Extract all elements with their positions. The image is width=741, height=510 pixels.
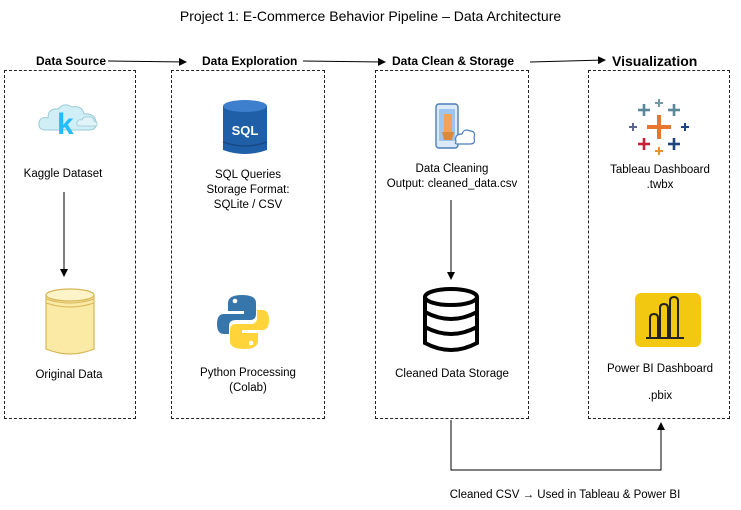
original-data-label: Original Data xyxy=(35,369,103,381)
tableau-dashboard-label: Tableau Dashboard xyxy=(610,164,710,176)
panel-visualization xyxy=(588,70,730,419)
bottom-flow-label: Cleaned CSV → Used in Tableau & Power BI xyxy=(449,489,681,501)
python-logo-icon xyxy=(217,295,269,349)
database-stack-icon xyxy=(423,287,479,352)
cleaned-storage-label: Cleaned Data Storage xyxy=(395,368,509,380)
tableau-extension-label: .twbx xyxy=(646,179,674,191)
header-data-clean-storage: Data Clean & Storage xyxy=(392,54,515,68)
panel-data-source xyxy=(4,70,136,419)
database-cylinder-icon xyxy=(45,288,95,355)
powerbi-extension-label: .pbix xyxy=(647,390,673,402)
python-colab-label: (Colab) xyxy=(229,382,267,394)
data-cleaning-label: Data Cleaning xyxy=(415,163,489,175)
power-bi-logo-icon xyxy=(635,293,701,347)
panel-data-clean-storage xyxy=(375,70,529,419)
sql-queries-label: SQL Queries xyxy=(214,169,282,181)
arrow-source-to-exploration xyxy=(107,57,187,66)
python-processing-label: Python Processing xyxy=(200,367,296,379)
kaggle-dataset-label: Kaggle Dataset xyxy=(23,168,103,180)
header-visualization: Visualization xyxy=(612,53,698,69)
kaggle-cloud-icon: k xyxy=(38,104,98,141)
diagram-title: Project 1: E-Commerce Behavior Pipeline … xyxy=(179,8,562,24)
storage-format-label: Storage Format: xyxy=(206,184,290,196)
header-data-exploration: Data Exploration xyxy=(202,54,298,68)
phone-brush-cloud-icon xyxy=(435,103,476,149)
panel-data-exploration xyxy=(171,70,325,419)
cleaning-output-label: Output: cleaned_data.csv xyxy=(386,178,518,190)
arrow-clean-to-viz xyxy=(529,56,606,65)
arrow-storage-to-powerbi xyxy=(450,420,665,471)
sql-database-icon: SQL xyxy=(222,100,268,154)
header-data-source: Data Source xyxy=(36,54,107,68)
powerbi-dashboard-label: Power BI Dashboard xyxy=(606,363,714,375)
arrow-exploration-to-clean xyxy=(302,57,386,66)
svg-text:SQL: SQL xyxy=(232,123,259,138)
svg-text:k: k xyxy=(57,108,74,141)
tableau-logo-icon xyxy=(629,99,689,155)
storage-format-value: SQLite / CSV xyxy=(213,199,283,211)
